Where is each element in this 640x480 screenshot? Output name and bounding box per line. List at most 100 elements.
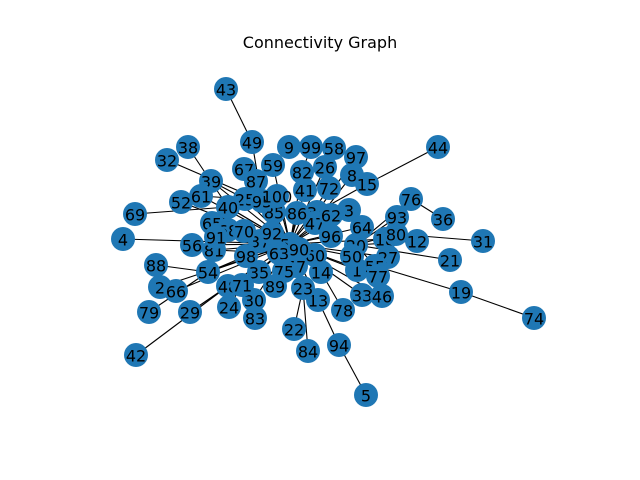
node-label: 31 — [473, 233, 493, 252]
edge-19-55 — [374, 265, 462, 293]
node-97: 97 — [344, 145, 368, 169]
node-circle — [232, 219, 256, 243]
node-label: 54 — [198, 264, 218, 283]
node-label: 52 — [171, 194, 191, 213]
node-label: 82 — [292, 164, 312, 183]
node-circle — [296, 339, 320, 363]
node-26: 26 — [313, 155, 337, 179]
node-circle — [217, 295, 241, 319]
node-circle — [366, 264, 390, 288]
node-circle — [189, 184, 213, 208]
node-label: 26 — [315, 159, 335, 178]
node-circle — [319, 203, 343, 227]
node-label: 77 — [368, 268, 388, 287]
node-label: 43 — [216, 81, 236, 100]
node-circle — [322, 136, 346, 160]
node-52: 52 — [169, 190, 193, 214]
node-label: 79 — [139, 304, 159, 323]
node-label: 46 — [372, 288, 392, 307]
node-circle — [354, 383, 378, 407]
node-circle — [337, 198, 361, 222]
node-circle — [204, 225, 228, 249]
node-label: 33 — [352, 287, 372, 306]
node-circle — [123, 202, 147, 226]
node-label: 23 — [293, 280, 313, 299]
node-12: 12 — [405, 229, 429, 253]
node-label: 4 — [118, 231, 128, 250]
node-label: 66 — [166, 283, 186, 302]
node-circle — [287, 237, 311, 261]
node-circle — [178, 300, 202, 324]
node-label: 22 — [284, 321, 304, 340]
node-circle — [293, 178, 317, 202]
node-5: 5 — [354, 383, 378, 407]
node-circle — [144, 253, 168, 277]
node-84: 84 — [296, 339, 320, 363]
node-99: 99 — [299, 135, 323, 159]
nodes-layer: 1234589121314151819202122232425262729303… — [111, 77, 546, 407]
node-9: 9 — [277, 135, 301, 159]
node-circle — [155, 148, 179, 172]
node-circle — [265, 184, 289, 208]
node-circle — [340, 244, 364, 268]
node-label: 92 — [262, 225, 282, 244]
node-94: 94 — [327, 333, 351, 357]
node-label: 35 — [249, 264, 269, 283]
node-circle — [234, 244, 258, 268]
node-label: 87 — [246, 173, 266, 192]
node-54: 54 — [196, 260, 220, 284]
node-31: 31 — [471, 229, 495, 253]
node-79: 79 — [137, 300, 161, 324]
node-circle — [384, 222, 408, 246]
node-89: 89 — [263, 274, 287, 298]
node-42: 42 — [124, 343, 148, 367]
node-circle — [350, 215, 374, 239]
node-label: 24 — [219, 299, 239, 318]
node-92: 92 — [260, 221, 284, 245]
node-label: 64 — [352, 219, 372, 238]
node-77: 77 — [366, 264, 390, 288]
node-circle — [216, 195, 240, 219]
node-64: 64 — [350, 215, 374, 239]
node-label: 42 — [126, 347, 146, 366]
node-label: 21 — [440, 252, 460, 271]
node-label: 97 — [346, 149, 366, 168]
node-label: 76 — [401, 191, 421, 210]
node-label: 1 — [352, 262, 362, 281]
node-50: 50 — [340, 244, 364, 268]
node-circle — [260, 221, 284, 245]
node-24: 24 — [217, 295, 241, 319]
node-71: 71 — [230, 273, 254, 297]
node-circle — [263, 274, 287, 298]
node-circle — [385, 205, 409, 229]
node-circle — [522, 306, 546, 330]
node-70: 70 — [232, 219, 256, 243]
node-label: 30 — [244, 292, 264, 311]
node-label: 70 — [234, 223, 254, 242]
node-label: 2 — [155, 279, 165, 298]
node-circle — [399, 187, 423, 211]
node-78: 78 — [331, 298, 355, 322]
node-87: 87 — [244, 169, 268, 193]
node-circle — [230, 273, 254, 297]
node-label: 36 — [433, 211, 453, 230]
node-29: 29 — [178, 300, 202, 324]
node-circle — [247, 260, 271, 284]
node-63: 63 — [267, 241, 291, 265]
node-86: 86 — [285, 201, 309, 225]
node-96: 96 — [319, 224, 343, 248]
graph-title: Connectivity Graph — [242, 33, 398, 52]
node-circle — [285, 201, 309, 225]
node-circle — [137, 300, 161, 324]
node-91: 91 — [204, 225, 228, 249]
node-circle — [176, 135, 200, 159]
node-circle — [243, 306, 267, 330]
node-label: 98 — [236, 248, 256, 267]
node-35: 35 — [247, 260, 271, 284]
node-circle — [313, 155, 337, 179]
node-33: 33 — [350, 283, 374, 307]
node-circle — [370, 284, 394, 308]
edge-74-19 — [460, 291, 535, 319]
node-circle — [240, 130, 264, 154]
